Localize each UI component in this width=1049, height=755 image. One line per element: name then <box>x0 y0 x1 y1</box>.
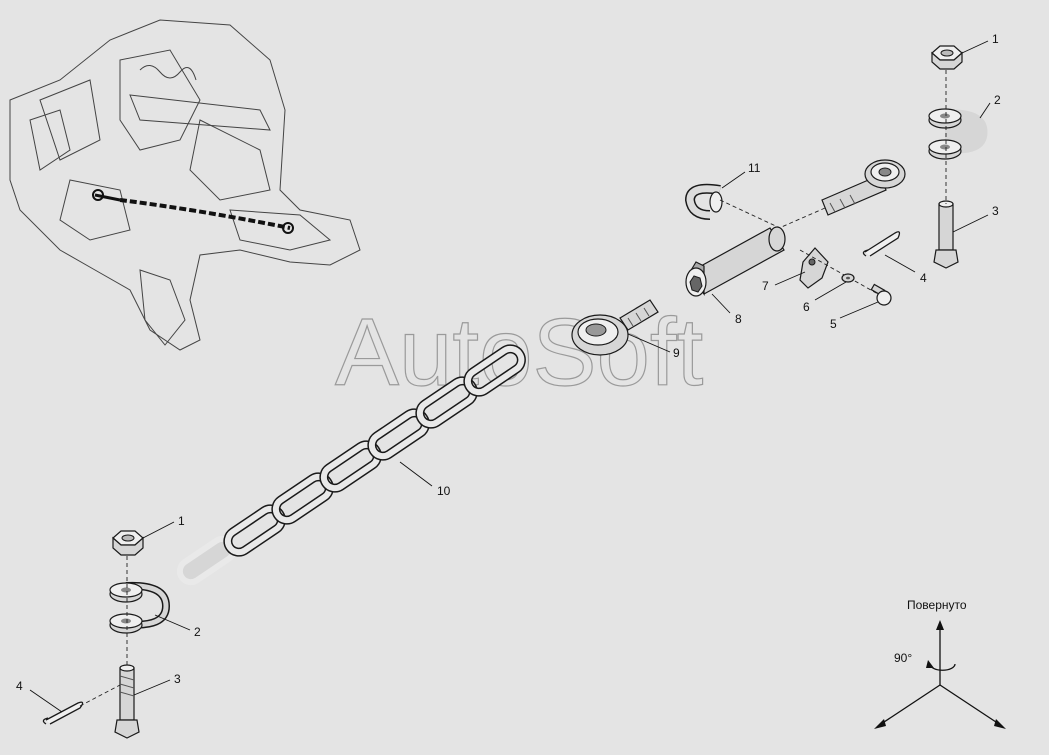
callout-nut-top: 1 <box>992 32 999 46</box>
callout-screw: 5 <box>830 317 837 331</box>
chain <box>176 344 526 586</box>
bolt-bottom <box>114 664 140 739</box>
screw <box>870 283 892 306</box>
callout-bolt-bottom: 3 <box>174 672 181 686</box>
callout-chain: 10 <box>437 484 451 498</box>
bracket <box>799 247 829 289</box>
rotation-indicator: Повернуто 90° <box>874 598 1006 729</box>
nut-bottom <box>112 530 144 556</box>
cotter-pin-top <box>862 231 901 257</box>
callout-eye-bolt: 9 <box>673 346 680 360</box>
callout-pin-bottom: 4 <box>16 679 23 693</box>
callout-bracket: 7 <box>762 279 769 293</box>
callout-bolt-top: 3 <box>992 204 999 218</box>
shackle-top <box>928 108 988 160</box>
rotation-angle: 90° <box>894 651 912 665</box>
eye-bolt <box>571 299 659 356</box>
hook <box>684 183 723 220</box>
rotation-label: Повернуто <box>907 598 967 612</box>
assembly-context-sketch <box>9 19 361 351</box>
nut-top <box>931 45 963 70</box>
cotter-pin-bottom <box>42 701 84 725</box>
eye-bolt-upper <box>821 159 906 216</box>
callout-tube: 8 <box>735 312 742 326</box>
callout-shackle-bottom: 2 <box>194 625 201 639</box>
shackle-bottom <box>109 581 171 634</box>
callout-hook: 11 <box>748 161 761 175</box>
tube <box>685 226 786 297</box>
callout-washer: 6 <box>803 300 810 314</box>
callout-shackle-top: 2 <box>994 93 1001 107</box>
callout-pin-top: 4 <box>920 271 927 285</box>
leader-lines <box>29 40 991 713</box>
bolt-top <box>933 200 959 269</box>
callout-nut-bottom: 1 <box>178 514 185 528</box>
washer <box>841 273 855 283</box>
callout-labels: 1 2 3 4 5 6 7 8 9 10 11 1 2 3 4 <box>16 32 1001 693</box>
